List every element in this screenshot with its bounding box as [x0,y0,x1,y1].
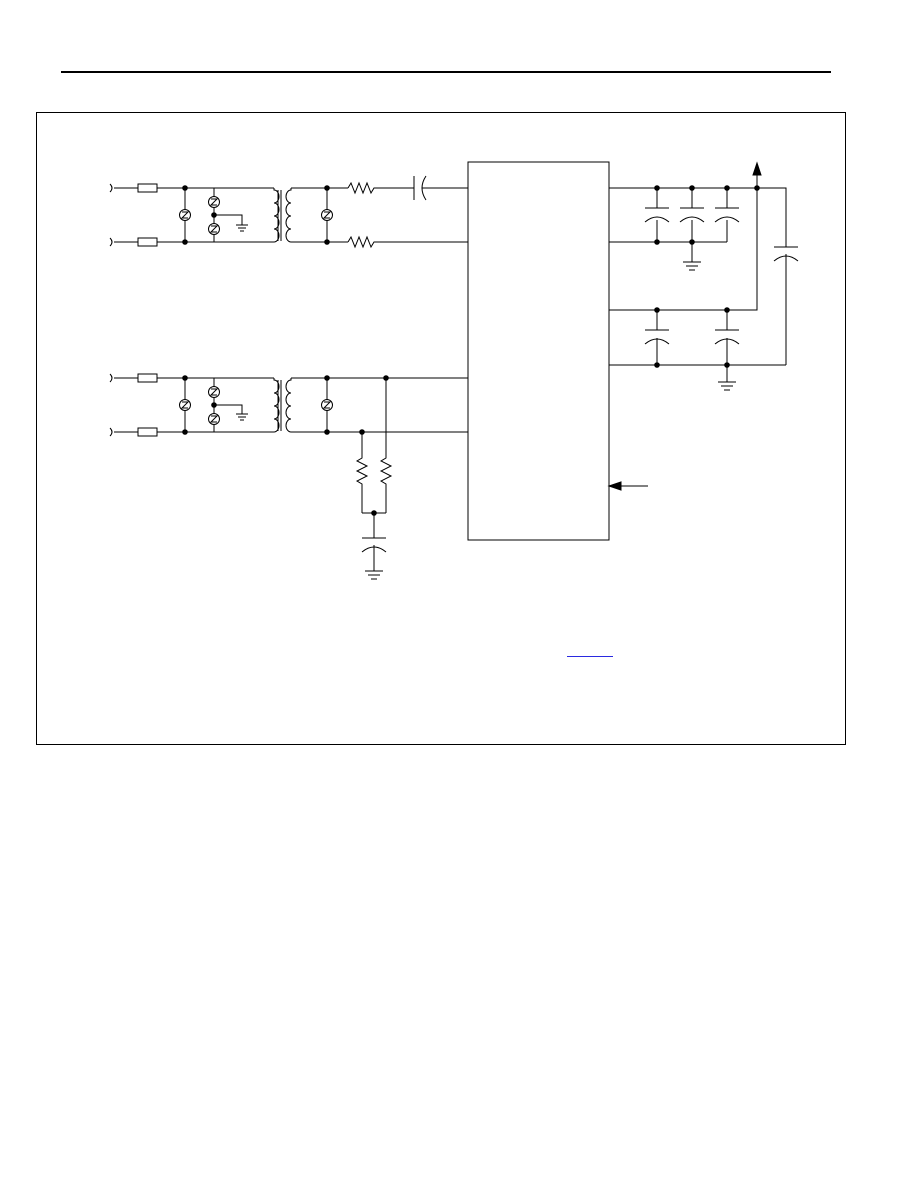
bias-capacitor [361,537,387,571]
ground-symbol [683,261,701,271]
header-rule [61,71,831,73]
fuse-resistor [137,237,158,247]
surge-protector [179,209,191,221]
supply-capacitor [714,207,740,223]
input-terminal [109,183,138,193]
surge-protector [321,209,333,221]
input-terminal [109,373,138,383]
series-resistor [347,181,414,195]
ground-symbol [365,570,383,580]
surge-protector [208,223,220,235]
bypass-capacitor [773,246,799,365]
input-terminal [109,427,138,437]
ground-symbol [718,381,736,391]
surge-protector [208,386,220,398]
input-arrow [607,481,622,491]
surge-protector [179,399,191,411]
surge-protector [208,413,220,425]
ground-symbol [236,413,248,421]
transformer [273,378,292,433]
input-terminal [109,237,138,247]
supply-capacitor [679,207,705,223]
output-arrow [752,161,762,176]
figure-reference-link[interactable] [567,642,613,657]
surge-protector [208,196,220,208]
lower-channel [109,373,468,580]
coupling-capacitor [413,175,468,201]
supply-capacitor [644,207,670,223]
fuse-resistor [137,427,158,437]
figure-frame [36,112,846,745]
bias-resistor [355,432,369,513]
integrated-circuit-block [467,161,610,541]
fuse-resistor [137,183,158,193]
upper-channel [109,175,468,249]
ground-symbol [236,224,248,232]
transformer [273,188,292,243]
series-resistor [347,235,468,249]
bias-resistor [379,378,393,513]
surge-protector [321,399,333,411]
fuse-resistor [137,373,158,383]
supply-network [607,161,799,491]
